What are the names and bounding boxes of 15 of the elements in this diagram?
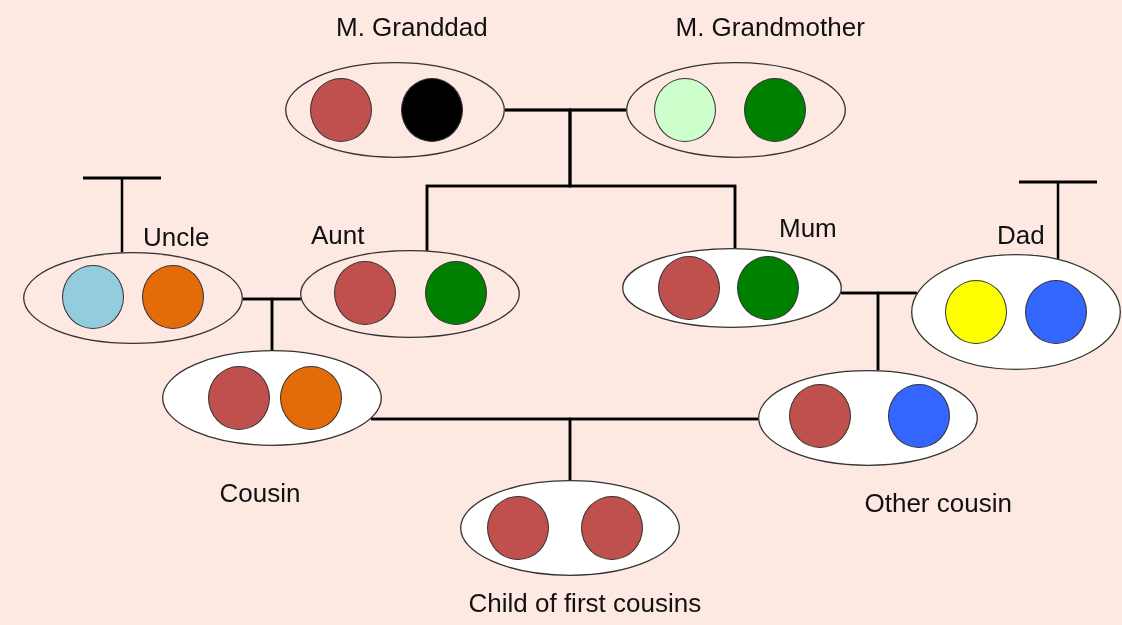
- pedigree-line: [568, 108, 737, 248]
- pedigree-line: [568, 417, 758, 480]
- person-label: Dad: [997, 220, 1045, 250]
- pedigree-line: [270, 297, 301, 350]
- pedigree-line: [876, 291, 917, 371]
- person-label: Aunt: [311, 220, 365, 250]
- person-label: Mum: [779, 213, 837, 243]
- unknown-parents-line: [1017, 180, 1099, 259]
- person-label: M. Granddad: [336, 12, 488, 42]
- person-label: Other cousin: [864, 488, 1012, 518]
- person-label: Cousin: [219, 478, 301, 508]
- person-label: Child of first cousins: [468, 588, 702, 618]
- person-label: Uncle: [143, 222, 210, 252]
- unknown-parents-line: [81, 176, 163, 253]
- person-label: M. Grandmother: [675, 12, 865, 42]
